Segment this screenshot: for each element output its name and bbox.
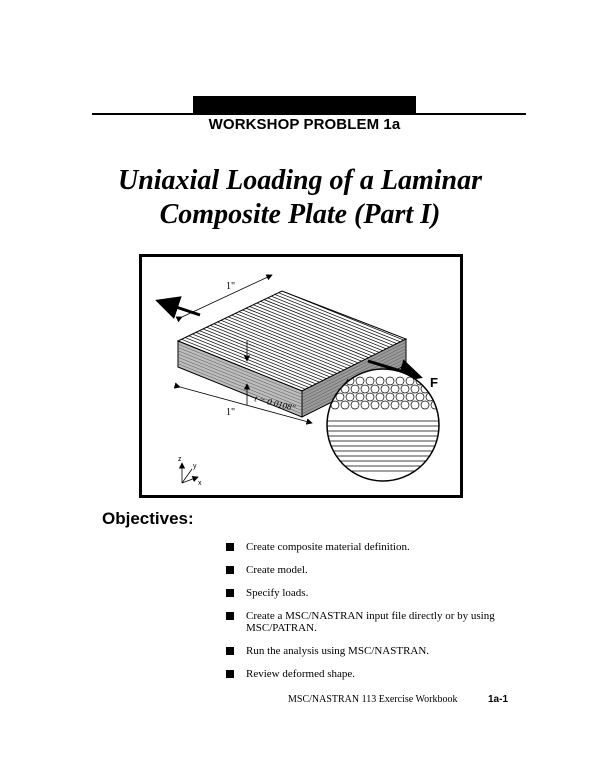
fiber-cross-section <box>375 392 385 402</box>
fiber-line <box>217 321 342 373</box>
fiber-line <box>278 292 403 344</box>
title-line-2: Composite Plate (Part I) <box>159 199 441 230</box>
fiber-cross-section <box>405 376 415 386</box>
fiber-lines <box>178 291 406 391</box>
objective-item: Create composite material definition. <box>226 541 526 553</box>
fiber-cross-section <box>390 384 400 394</box>
fiber-cross-section <box>355 392 365 402</box>
fiber-cross-section <box>395 376 405 386</box>
fiber-line <box>274 294 399 345</box>
fiber-line <box>228 316 353 368</box>
axis-x-line <box>181 475 199 484</box>
force-label: F <box>430 375 438 390</box>
fiber-line <box>192 333 317 385</box>
fiber-cross-section <box>365 392 375 402</box>
detail-circle <box>326 368 440 482</box>
fiber-line <box>267 297 392 349</box>
fiber-cross-section <box>360 400 370 410</box>
fiber-line <box>185 337 310 388</box>
fiber-cross-section <box>360 384 370 394</box>
header-bar <box>193 96 416 114</box>
fiber-cross-section <box>345 392 355 402</box>
fiber-cross-section <box>355 376 365 386</box>
bullet-icon <box>226 647 234 655</box>
objective-item: Create a MSC/NASTRAN input file directly… <box>226 610 526 634</box>
bullet-icon <box>226 612 234 620</box>
fiber-line <box>195 332 321 383</box>
dimension-bottom <box>173 382 313 425</box>
plate-figure: F 1" 1" t = 0.0108" z y x <box>139 254 463 498</box>
fiber-line <box>231 314 356 366</box>
fiber-cross-section <box>400 384 410 394</box>
fiber-cross-section <box>400 400 410 410</box>
fiber-cross-section <box>380 400 390 410</box>
fiber-line <box>206 326 331 378</box>
fiber-line <box>281 291 406 342</box>
axis-y-label: y <box>193 463 197 470</box>
objective-item: Review deformed shape. <box>226 668 526 680</box>
objectives-heading: Objectives: <box>102 509 194 528</box>
fiber-cross-section <box>375 376 385 386</box>
fiber-cross-section <box>370 400 380 410</box>
workshop-label: WORKSHOP PROBLEM 1a <box>208 116 401 133</box>
fiber-line <box>224 318 349 369</box>
fiber-line <box>181 338 306 390</box>
fiber-cross-section <box>380 384 390 394</box>
fiber-line <box>220 319 346 371</box>
fiber-cross-section <box>385 392 395 402</box>
force-arrow-right <box>367 359 423 383</box>
axis-z-label: z <box>178 456 182 463</box>
dimension-top <box>175 274 273 323</box>
objective-item: Specify loads. <box>226 587 526 599</box>
fiber-line <box>256 302 382 354</box>
fiber-cross-section <box>410 384 420 394</box>
fiber-line <box>210 325 335 376</box>
fiber-cross-section <box>410 400 420 410</box>
header-rule <box>92 113 526 115</box>
plate-illustration: F 1" 1" t = 0.0108" z y x <box>155 274 440 487</box>
fiber-cross-section <box>405 392 415 402</box>
bullet-icon <box>226 566 234 574</box>
fiber-line <box>213 323 338 375</box>
dimension-top-label: 1" <box>226 281 235 292</box>
fiber-cross-section <box>385 376 395 386</box>
fiber-cross-section <box>365 376 375 386</box>
fiber-cross-section <box>350 384 360 394</box>
force-arrow-left <box>155 296 201 320</box>
fiber-cross-section <box>370 384 380 394</box>
axis-x-label: x <box>198 480 202 487</box>
fiber-cross-section <box>395 392 405 402</box>
footer-page-number: 1a-1 <box>488 694 509 705</box>
fiber-cross-section <box>340 400 350 410</box>
bullet-icon <box>226 589 234 597</box>
fiber-line <box>199 330 324 381</box>
dimension-bottom-label: 1" <box>226 407 235 418</box>
footer-workbook: MSC/NASTRAN 113 Exercise Workbook <box>288 694 458 705</box>
title-line-1: Uniaxial Loading of a Laminar <box>117 165 483 196</box>
fiber-line <box>263 299 389 350</box>
fiber-cross-section <box>390 400 400 410</box>
bullet-icon <box>226 670 234 678</box>
fiber-line <box>188 335 313 387</box>
fiber-line <box>202 328 328 380</box>
bullet-icon <box>226 543 234 551</box>
axis-y-line <box>181 468 193 484</box>
fiber-line <box>253 304 378 356</box>
fiber-cross-section <box>350 400 360 410</box>
page-title: Uniaxial Loading of a Laminar Composite … <box>60 164 540 232</box>
objectives-list: Create composite material definition. Cr… <box>226 541 526 691</box>
fiber-line <box>271 295 396 347</box>
fiber-cross-section <box>335 392 345 402</box>
objective-item: Run the analysis using MSC/NASTRAN. <box>226 645 526 657</box>
fiber-cross-section <box>415 392 425 402</box>
fiber-cross-section <box>420 400 430 410</box>
objective-item: Create model. <box>226 564 526 576</box>
fiber-line <box>260 301 385 352</box>
